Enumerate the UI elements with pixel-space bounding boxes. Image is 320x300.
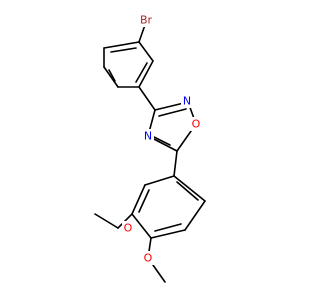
bond-oxadiazole-aryl (173, 150, 178, 177)
dimethoxyphenyl-ring (131, 175, 206, 239)
atom-label-o-methoxy-2: O (144, 252, 153, 265)
atom-o-methoxy-2: O (142, 251, 154, 265)
bond (131, 184, 146, 215)
bond-double-inner (154, 223, 182, 232)
bond (103, 66, 119, 88)
bond (173, 175, 206, 202)
bond-double-inner (108, 69, 116, 82)
bromophenyl-ring (103, 41, 154, 88)
bond-double-inner (135, 62, 148, 83)
molecule-structure: Br N O N O O (94, 13, 206, 283)
bond (144, 175, 175, 186)
oxadiazole-ring (147, 101, 197, 152)
atom-br: Br (137, 13, 155, 27)
atom-n-upper: N (181, 94, 193, 108)
atom-label-n-upper: N (183, 95, 191, 108)
atom-o-methoxy-1: O (122, 221, 134, 235)
bond (184, 200, 206, 231)
atom-label-o-ring: O (192, 118, 201, 131)
atom-o-ring: O (190, 117, 202, 131)
bond-double-inner (138, 189, 150, 213)
bond (131, 213, 152, 239)
atom-label-br: Br (140, 14, 153, 27)
bond-o-ch3-methoxy-1 (94, 213, 119, 229)
bond (103, 41, 140, 49)
bond-double-inner (158, 108, 187, 117)
bond-double-inner (110, 47, 137, 53)
bond-double-inner (176, 181, 199, 201)
bond (150, 229, 186, 239)
atom-n-lower: N (142, 129, 154, 143)
atom-label-n-lower: N (144, 130, 152, 143)
bond-aryl-oxadiazole (138, 86, 156, 111)
atom-label-o-methoxy-1: O (124, 222, 133, 235)
molecule-canvas: Br N O N O O (94, 13, 206, 283)
bond (138, 41, 154, 62)
bond (138, 60, 154, 88)
